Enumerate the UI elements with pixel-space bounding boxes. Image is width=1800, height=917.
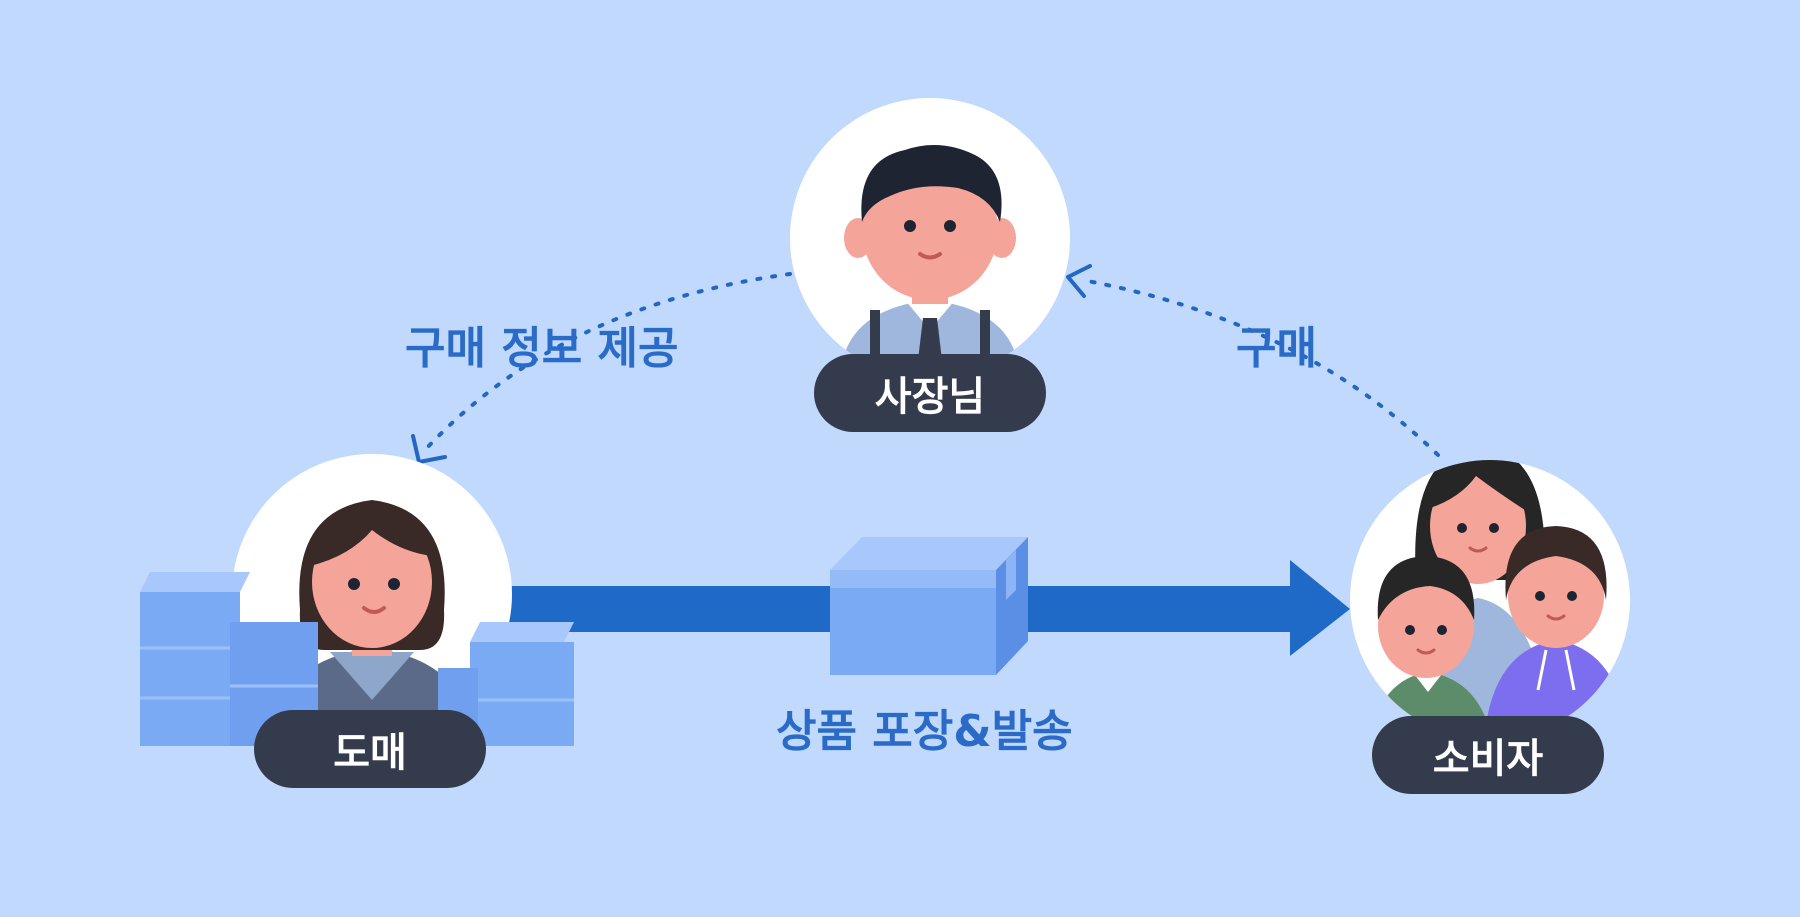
owner-avatar	[790, 98, 1070, 378]
package-box-icon	[830, 537, 1028, 675]
consumer-label: 소비자	[1372, 716, 1604, 794]
box-stack-left-icon	[140, 572, 318, 746]
arrow-purchase	[1066, 264, 1440, 457]
flow-label-purchase: 구매	[1236, 323, 1317, 374]
consumer-avatar	[1350, 460, 1630, 740]
owner-label: 사장님	[814, 354, 1046, 432]
flow-label-purchase-info: 구매 정보 제공	[405, 323, 679, 374]
wholesaler-label: 도매	[254, 710, 486, 788]
flow-label-shipping: 상품 포장&발송	[776, 706, 1073, 757]
arrow-purchase-info	[411, 272, 792, 464]
